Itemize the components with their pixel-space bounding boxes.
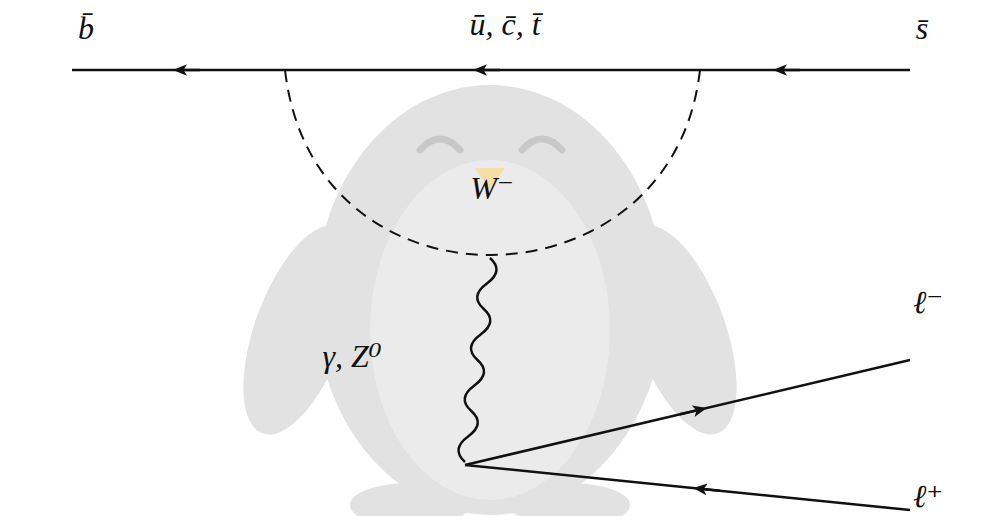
boson-label: γ, Z⁰ — [322, 340, 381, 372]
particle-label: s̄ — [916, 12, 928, 44]
lepton-line — [465, 360, 910, 465]
antilepton-line — [465, 465, 910, 510]
quark-line — [72, 69, 910, 72]
w-boson-loop — [285, 70, 700, 255]
penguin-watermark — [220, 85, 760, 516]
particle-label: ū, c̄, t̄ — [469, 8, 540, 40]
particle-label: ℓ⁺ — [913, 480, 943, 512]
particle-label: b̄ — [78, 12, 94, 44]
boson-label: W⁻ — [470, 172, 514, 204]
photon-line — [458, 258, 496, 462]
particle-label: ℓ⁻ — [913, 286, 943, 318]
